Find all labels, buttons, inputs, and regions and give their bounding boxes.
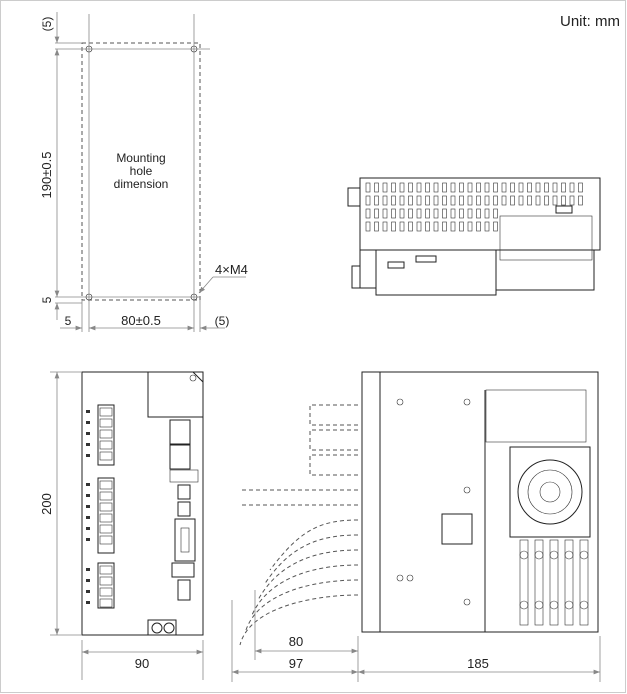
mounting-title-3: dimension bbox=[114, 177, 169, 191]
outline-dashed bbox=[81, 42, 201, 301]
dim-depth-185: 185 bbox=[467, 656, 489, 671]
mounting-title-2: hole bbox=[130, 164, 153, 178]
mount-hole-icon bbox=[190, 45, 198, 53]
dim-front-height: 200 bbox=[39, 493, 54, 515]
mounting-hole-diagram bbox=[54, 12, 246, 332]
hole-callout: 4×M4 bbox=[215, 262, 248, 277]
dim-mount-bottom: 5 bbox=[40, 296, 54, 303]
mount-hole-icon bbox=[85, 293, 93, 301]
dim-mount-height: 190±0.5 bbox=[39, 152, 54, 199]
side-view bbox=[231, 371, 601, 682]
mount-hole-icon bbox=[85, 45, 93, 53]
dim-mount-right-clearance: (5) bbox=[215, 314, 230, 328]
dim-front-width: 90 bbox=[135, 656, 149, 671]
dim-cable-80: 80 bbox=[289, 634, 303, 649]
dim-cable-97: 97 bbox=[289, 656, 303, 671]
top-view bbox=[347, 177, 601, 296]
dim-top-clearance: (5) bbox=[40, 17, 54, 32]
dim-mount-width: 80±0.5 bbox=[121, 313, 161, 328]
dim-mount-left: 5 bbox=[65, 314, 72, 328]
unit-label: Unit: mm bbox=[560, 13, 620, 30]
mount-hole-icon bbox=[190, 293, 198, 301]
front-view bbox=[50, 371, 204, 680]
mounting-title-1: Mounting bbox=[116, 151, 165, 165]
